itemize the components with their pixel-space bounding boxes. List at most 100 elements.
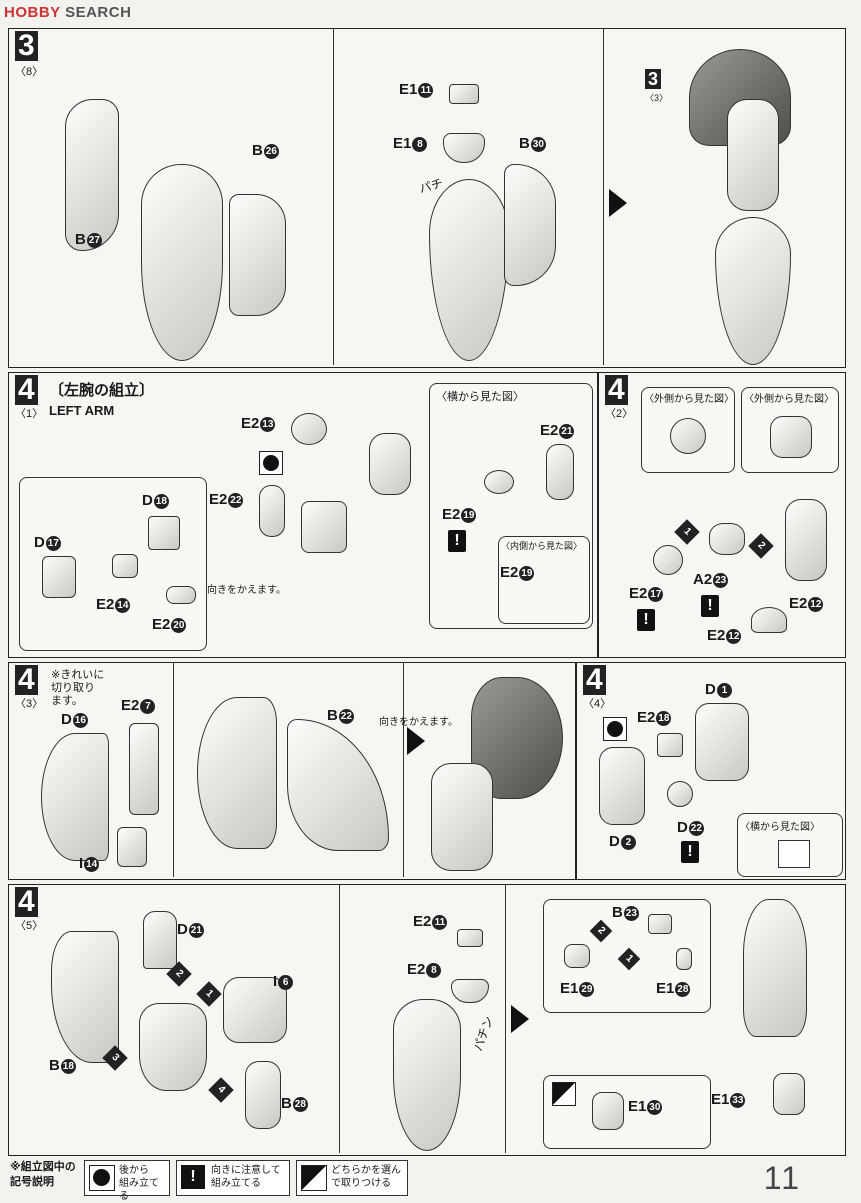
legend-item: 後から 組み立てる — [84, 1160, 170, 1202]
sub-step: 〈8〉 — [15, 66, 44, 78]
legend-text: 向きに注意して 組み立てる — [211, 1165, 281, 1189]
part-e1-11-illustration — [449, 84, 479, 104]
choose-icon — [301, 1165, 327, 1191]
snap-sound-label: パチン — [470, 1014, 497, 1053]
part-core-illustration — [139, 1003, 207, 1091]
inset-caption: 〈内側から見た図〉 — [501, 541, 583, 551]
choose-icon — [552, 1082, 576, 1106]
caution-icon: ! — [181, 1165, 205, 1189]
step-marker: 2 — [589, 919, 613, 943]
side-view-inset: 〈横から見た図〉 — [737, 813, 843, 877]
part-e2-11-illustration — [457, 929, 483, 947]
section-title: 〔左腕の組立〕 — [49, 382, 155, 399]
caution-icon: ! — [448, 530, 466, 552]
step-marker: 1 — [617, 947, 641, 971]
gear-illustration — [670, 418, 706, 454]
watermark-brand: HOBBY — [4, 4, 61, 21]
step-number: 3 — [15, 31, 38, 61]
outer-view-inset: 〈外側から見た図〉 — [641, 387, 735, 473]
turn-note: 向きをかえます。 — [207, 585, 286, 596]
cut-note: ※きれいに 切り取り ます。 — [51, 669, 105, 707]
part-d22-illustration — [667, 781, 693, 807]
part-b22-illustration — [287, 719, 389, 851]
part-e2-20-illustration — [166, 586, 196, 604]
panel-divider — [173, 663, 174, 877]
part-shell-illustration — [393, 999, 461, 1151]
part-e1-33-illustration — [773, 1073, 805, 1115]
part-body-illustration — [141, 164, 223, 361]
caution-icon: ! — [681, 841, 699, 863]
part-e2-17-illustration — [653, 545, 683, 575]
section-title-en: LEFT ARM — [49, 403, 115, 418]
part-forearm-illustration — [743, 899, 807, 1037]
part-e2-7-illustration — [129, 723, 159, 815]
part-shell-illustration — [197, 697, 277, 849]
part-b23-illustration — [648, 914, 672, 934]
part-d16-illustration — [41, 733, 109, 861]
part-d18-illustration — [148, 516, 180, 550]
next-arrow-icon — [511, 1005, 529, 1033]
step-marker: 2 — [748, 533, 774, 559]
next-arrow-icon — [407, 727, 425, 755]
step-marker: 1 — [674, 519, 700, 545]
step-number: 4 — [15, 665, 38, 695]
part-d2-illustration — [599, 747, 645, 825]
back-assembly-icon — [259, 451, 283, 475]
part-d17-illustration — [42, 556, 76, 598]
legend-text: 後から 組み立てる — [119, 1165, 159, 1202]
part-e2-21-illustration — [546, 444, 574, 500]
part-i6-illustration — [223, 977, 287, 1043]
part-b30-illustration — [504, 164, 556, 286]
part-b18-illustration — [51, 931, 119, 1063]
legend-item: ! 向きに注意して 組み立てる — [176, 1160, 290, 1196]
part-shell-illustration — [429, 179, 509, 361]
sub-step: 〈5〉 — [15, 920, 44, 932]
watermark: HOBBY SEARCH — [4, 4, 131, 21]
step-marker: 3 — [102, 1045, 128, 1071]
part-arm-illustration — [727, 99, 779, 211]
legend-text: どちらかを選ん で取りつける — [331, 1165, 401, 1189]
part-e2-18-illustration — [657, 733, 683, 757]
part-e1-28-illustration — [676, 948, 692, 970]
step-marker: 1 — [196, 981, 222, 1007]
part-shoulder-illustration — [369, 433, 411, 495]
part-e2-22-illustration — [259, 485, 285, 537]
sub-step: 〈3〉 — [15, 698, 44, 710]
part-e1-30-illustration — [592, 1092, 624, 1130]
step-number: 4 — [583, 665, 606, 695]
legend-heading: ※組立図中の 記号説明 — [10, 1161, 76, 1188]
part-b28-illustration — [245, 1061, 281, 1129]
next-arrow-icon — [609, 189, 627, 217]
part-arm-joint-illustration — [785, 499, 827, 581]
sub-step: 〈2〉 — [605, 408, 634, 420]
part-arm-illustration — [431, 763, 493, 871]
caution-icon: ! — [637, 609, 655, 631]
sub-step: 〈1〉 — [15, 408, 44, 420]
part-b27-illustration — [65, 99, 119, 251]
ref-step-number: 3 — [645, 69, 662, 89]
